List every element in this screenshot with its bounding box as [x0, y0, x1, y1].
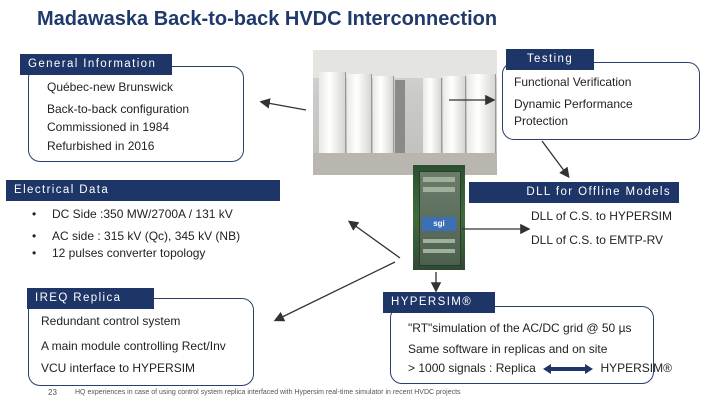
ireq-replica-box: [28, 298, 254, 386]
general-info-line: Back-to-back configuration: [47, 102, 190, 116]
page-number: 23: [48, 388, 57, 397]
ireq-line: Redundant control system: [41, 314, 181, 328]
ireq-replica-tag: IREQ Replica: [27, 288, 154, 309]
general-info-line: Commissioned in 1984: [47, 120, 170, 134]
electrical-bullet: •12 pulses converter topology: [32, 246, 206, 260]
dll-offline-models-tag: DLL for Offline Models: [469, 182, 679, 203]
dll-line: DLL of C.S. to EMTP-RV: [531, 233, 664, 247]
sgi-logo: sgi: [422, 217, 456, 231]
hypersim-line: Same software in replicas and on site: [408, 342, 608, 356]
hypersim-simulator-photo: sgi: [413, 165, 465, 270]
dll-line: DLL of C.S. to HYPERSIM: [531, 209, 672, 223]
electrical-bullet: •AC side : 315 kV (Qc), 345 kV (NB): [32, 229, 241, 243]
hypersim-box: [390, 306, 654, 384]
general-info-line: Refurbished in 2016: [47, 139, 155, 153]
electrical-bullet: •DC Side :350 MW/2700A / 131 kV: [32, 207, 233, 221]
control-room-photo: [313, 50, 497, 175]
hypersim-line: > 1000 signals : Replica HYPERSIM®: [408, 361, 672, 375]
footer-note: HQ experiences in case of using control …: [75, 389, 461, 396]
general-information-tag: General Information: [20, 54, 172, 75]
ireq-line: A main module controlling Rect/Inv: [41, 339, 226, 353]
testing-box: [502, 62, 700, 140]
bidirectional-arrow-icon: [543, 363, 594, 374]
hypersim-tag: HYPERSIM®: [383, 292, 495, 313]
hypersim-line: "RT"simulation of the AC/DC grid @ 50 µs: [408, 321, 632, 335]
testing-line: Dynamic Performance: [514, 97, 633, 111]
page-title: Madawaska Back-to-back HVDC Interconnect…: [37, 8, 498, 30]
testing-tag: Testing: [506, 49, 594, 70]
general-information-box: [28, 66, 244, 162]
testing-line: Protection: [514, 114, 569, 128]
ireq-line: VCU interface to HYPERSIM: [41, 361, 196, 375]
general-info-line: Québec-new Brunswick: [47, 80, 174, 94]
electrical-data-tag: Electrical Data: [6, 180, 280, 201]
testing-line: Functional Verification: [514, 75, 632, 89]
